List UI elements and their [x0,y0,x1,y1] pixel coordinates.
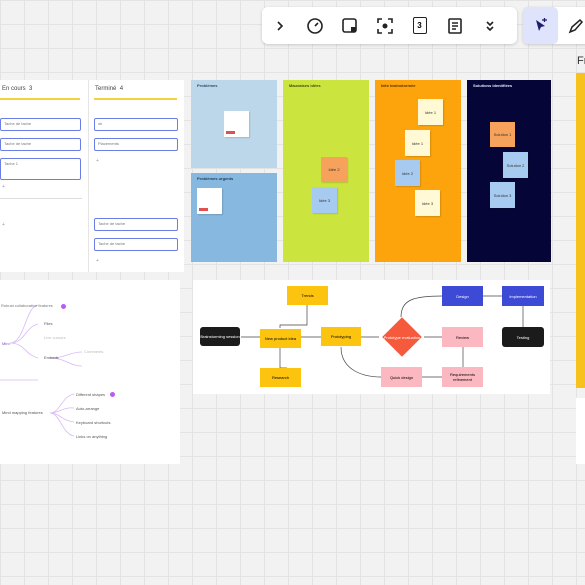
chevron-right-icon[interactable] [262,7,297,44]
card-count-icon[interactable]: 3 [402,7,437,44]
mind-map-node[interactable]: Live cursors [44,335,66,340]
select-cursor-icon[interactable] [523,7,558,44]
mind-map-node[interactable]: Different shapes [76,392,106,397]
add-card-icon[interactable]: + [2,184,5,190]
kanban-card[interactable]: Tache 1 [0,158,81,180]
yellow-frame[interactable] [576,73,585,388]
mind-map-node[interactable]: Embeds [44,355,59,360]
sticky-note[interactable]: Solution 2 [503,152,528,178]
problems-column[interactable]: Problèmes [191,80,277,168]
flowchart-node-trends[interactable]: Trends [287,286,328,305]
flowchart-node-new-product[interactable]: New product idea [260,329,301,348]
mind-map-node[interactable]: Links on anything [76,434,108,439]
timer-icon[interactable] [297,7,332,44]
flowchart-node-prototype-evaluation[interactable]: Prototype evaluation [382,317,422,357]
flowchart-node-review[interactable]: Review [442,327,483,347]
flowchart-node-testing[interactable]: Testing [502,327,544,347]
add-card-icon[interactable]: + [96,258,99,264]
sticky-export-icon[interactable] [332,7,367,44]
kanban-divider [0,198,82,199]
mind-map-node[interactable]: Comments [84,349,104,354]
mind-map-frame[interactable]: Robust collaborative features Files Live… [0,280,180,464]
flowchart-node-requirements[interactable]: Requirements refinement [442,367,483,387]
flowchart-frame[interactable]: Brainstorming session New product idea T… [193,280,550,394]
sticky-note[interactable]: Solution 3 [490,182,515,208]
mind-map-node[interactable]: Files [44,321,53,326]
kanban-card[interactable]: Tache de tache [0,138,81,151]
flowchart-node-quick-design[interactable]: Quick design [381,367,422,387]
kanban-card[interactable]: ok [94,118,178,131]
double-chevron-down-icon[interactable] [472,7,507,44]
sticky-note[interactable] [197,188,222,214]
count-badge [61,304,66,309]
kanban-card[interactable]: Placements [94,138,178,151]
kanban-column-divider [94,98,177,100]
flowchart-node-research[interactable]: Research [260,368,301,387]
pen-icon[interactable] [558,7,585,44]
kanban-card[interactable]: Tache de tache [94,218,178,231]
kanban-board[interactable]: En cours 3 Tache de tache Tache de tache… [0,80,184,272]
top-toolbar: 3 [262,7,517,44]
kanban-column-title: En cours 3 [2,86,33,92]
kanban-card[interactable]: Tache de tache [0,118,81,131]
sticky-note[interactable]: Idée 3 [312,187,337,213]
white-frame[interactable] [576,398,585,464]
kanban-column-separator [88,80,89,272]
flowchart-node-prototyping[interactable]: Prototyping [321,327,361,346]
mind-map-node[interactable]: Mind mapping features [2,410,43,415]
kanban-column-divider [0,98,80,100]
flowchart-node-brainstorm[interactable]: Brainstorming session [200,327,240,346]
sticky-note[interactable]: Idée 2 [395,160,420,186]
mind-map-node[interactable]: Auto-arrange [76,406,100,411]
sticky-note[interactable] [224,111,249,137]
kanban-column-title: Terminé 4 [95,86,124,92]
notes-icon[interactable] [437,7,472,44]
sticky-note[interactable]: Idée 1 [405,130,430,156]
add-card-icon[interactable]: + [96,158,99,164]
brainstormed-ideas-column[interactable]: Idée brainstormée Idée 1 Idée 1 Idée 2 I… [375,80,461,262]
sticky-note[interactable]: Solution 1 [490,122,515,147]
mind-map-connectors [0,304,83,437]
card-count: 3 [412,17,427,34]
add-card-icon[interactable]: + [2,222,5,228]
flowchart-connectors [241,295,524,378]
kanban-card[interactable]: Tache de tache [94,238,178,251]
sticky-note[interactable]: Idée 3 [415,190,440,216]
mind-map-root[interactable]: Miro [2,341,10,346]
flowchart-node-implementation[interactable]: Implementation [502,286,544,306]
urgent-problems-column[interactable]: Problèmes urgents [191,173,277,262]
mind-map-node[interactable]: Robust collaborative features [1,303,53,308]
mind-map-node[interactable]: Keyboard shortcuts [76,420,111,425]
bad-ideas-column[interactable]: Mauvaises idées Idée 2 Idée 3 [283,80,369,262]
solutions-column[interactable]: Solutions identifiées Solution 1 Solutio… [467,80,551,262]
count-badge [110,392,115,397]
focus-icon[interactable] [367,7,402,44]
sticky-note[interactable]: Idée 1 [418,99,443,125]
frame-title: Fr [577,55,585,67]
flowchart-node-design[interactable]: Design [442,286,483,306]
sticky-note[interactable]: Idée 2 [321,157,347,182]
tool-toolbar [523,7,585,44]
